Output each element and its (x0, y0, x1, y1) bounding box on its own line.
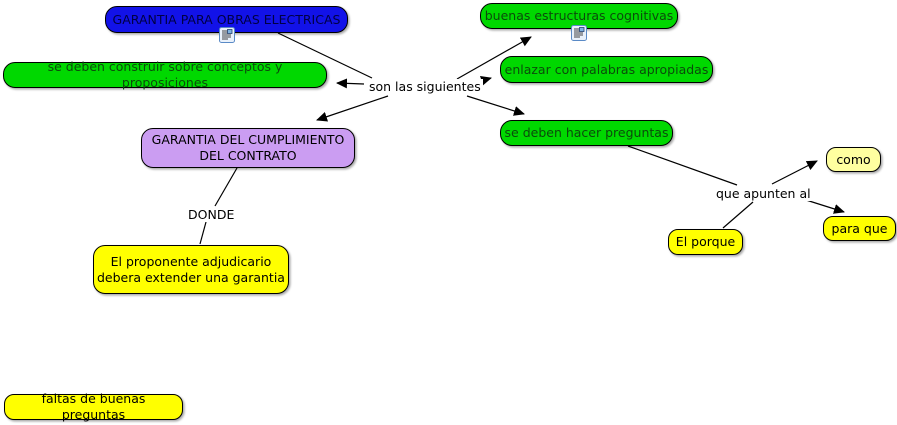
edge-sonlassiguientes-buenasestructuras (456, 36, 532, 80)
concept-label: buenas estructuras cognitivas (484, 8, 674, 24)
edge-hacerpreguntas-queapunten (627, 145, 738, 186)
edge-sonlassiguientes-cumplimiento (316, 95, 389, 122)
concept-label: faltas de buenas preguntas (41, 391, 146, 422)
concept-label: GARANTIA PARA OBRAS ELECTRICAS (112, 11, 341, 27)
edge-queapunten-como (771, 160, 818, 185)
concept-label: El proponente adjudicario debera extende… (97, 253, 285, 285)
edge-sonlassiguientes-construir (336, 78, 365, 89)
linking-phrase-donde[interactable]: DONDE (186, 207, 237, 222)
resource-link-icon[interactable] (571, 25, 587, 41)
concept-como[interactable]: como (826, 147, 881, 172)
concept-garantia-cumplimiento-contrato[interactable]: GARANTIA DEL CUMPLIMIENTO DEL CONTRATO (141, 128, 355, 168)
concept-label: El porque (675, 234, 736, 250)
concept-label: como (836, 151, 871, 167)
concept-faltas-de-buenas-preguntas[interactable]: faltas de buenas preguntas (4, 391, 183, 422)
concept-proponente-adjudicario[interactable]: El proponente adjudicario debera extende… (93, 245, 289, 294)
linking-phrase-son-las-siguientes[interactable]: son las siguientes (367, 79, 483, 94)
concept-construir-conceptos-proposiciones[interactable]: se deben construir sobre conceptos y pro… (3, 59, 327, 90)
concept-label: enlazar con palabras apropiadas (504, 61, 709, 77)
concept-label: se deben construir sobre conceptos y pro… (47, 59, 283, 90)
edge-donde-proponente (199, 221, 207, 245)
resource-link-icon[interactable] (219, 27, 235, 43)
concept-el-porque[interactable]: El porque (668, 229, 743, 255)
linking-phrase-que-apunten-al[interactable]: que apunten al (714, 186, 813, 201)
edge-garantiaobras-sonlassiguientes (277, 32, 373, 79)
edge-queapunten-paraque (805, 199, 845, 214)
concept-enlazar-palabras-apropiadas[interactable]: enlazar con palabras apropiadas (500, 56, 713, 83)
edge-queapunten-elporque (722, 201, 754, 229)
concept-se-deben-hacer-preguntas[interactable]: se deben hacer preguntas (500, 120, 673, 146)
concept-label: se deben hacer preguntas (504, 125, 669, 141)
concept-buenas-estructuras-cognitivas[interactable]: buenas estructuras cognitivas (480, 3, 678, 29)
edge-sonlassiguientes-hacerpreguntas (466, 95, 525, 116)
concept-para-que[interactable]: para que (823, 216, 896, 241)
concept-label: GARANTIA DEL CUMPLIMIENTO DEL CONTRATO (151, 132, 345, 163)
edge-cumplimiento-donde (214, 167, 238, 207)
concept-label: para que (831, 220, 888, 236)
